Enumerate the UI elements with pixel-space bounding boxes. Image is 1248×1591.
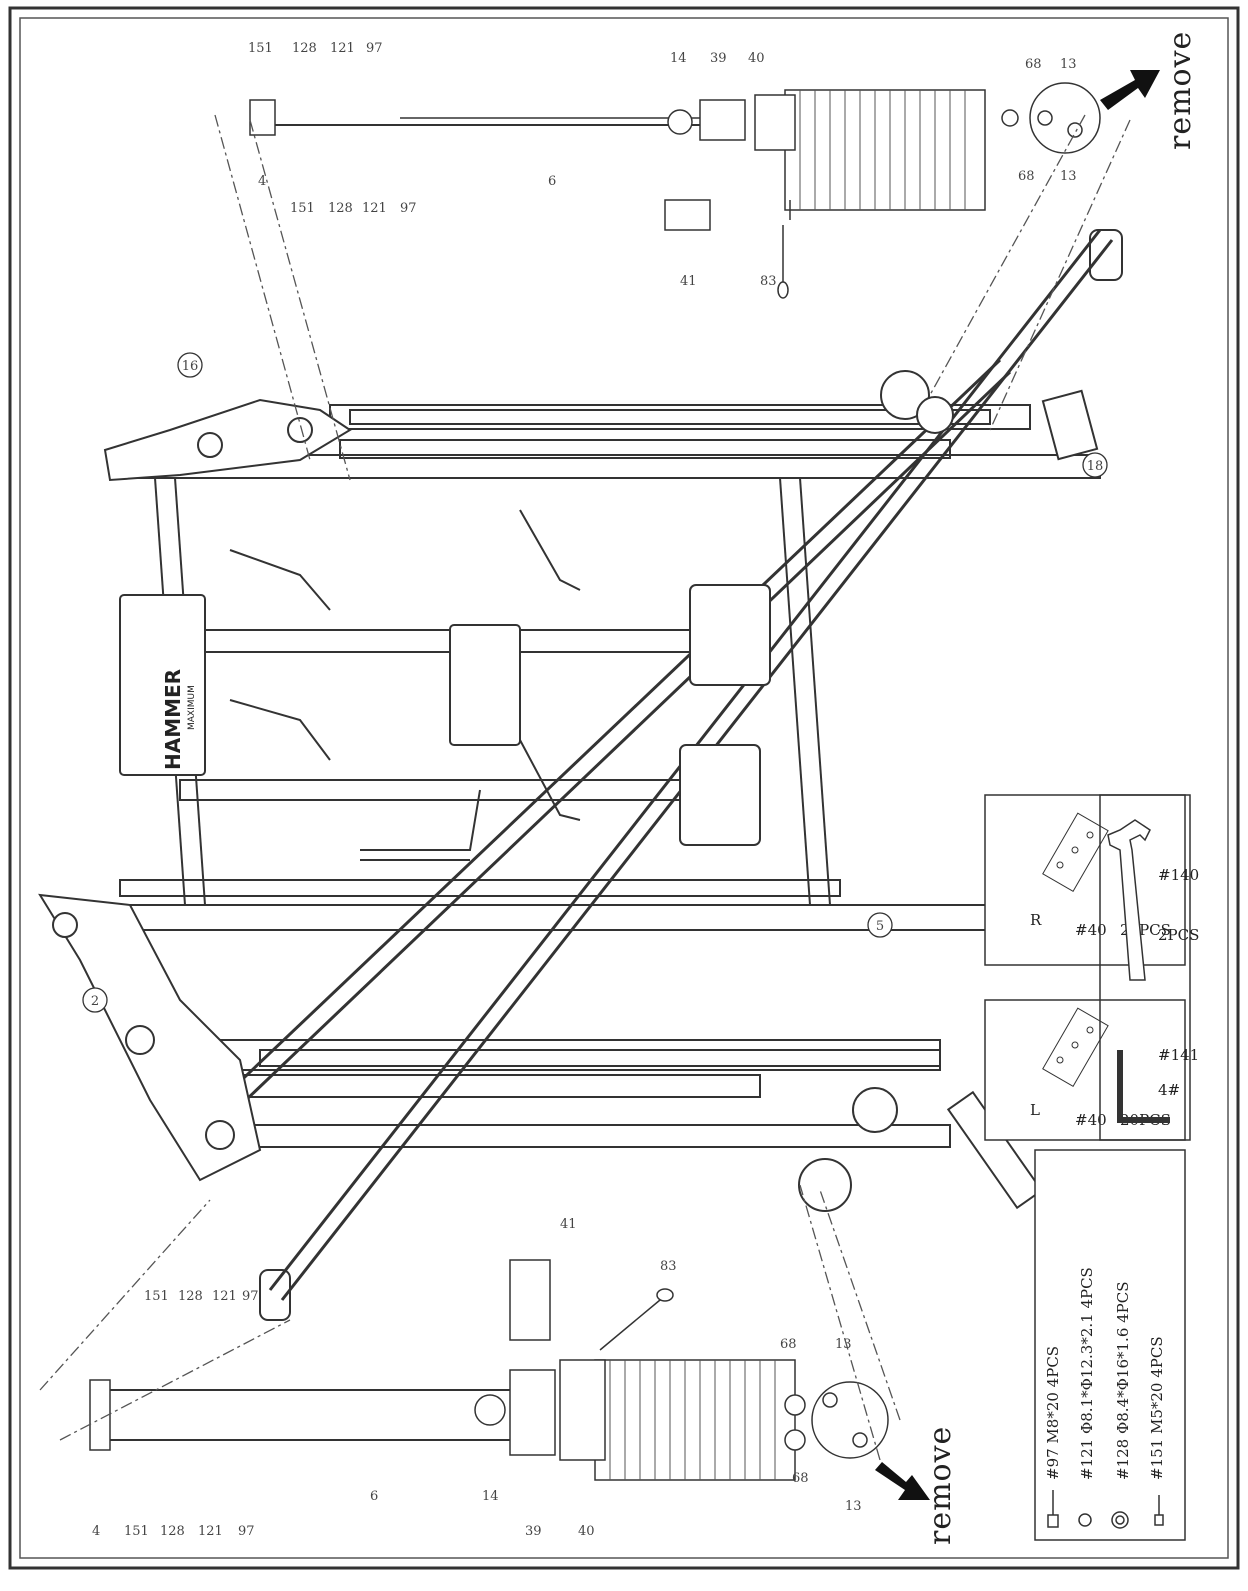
callout-r83: 83: [760, 274, 777, 289]
svg-text:#141: #141: [1158, 1046, 1199, 1064]
callout-l13b: 13: [845, 1499, 862, 1514]
callout-18: 18: [1082, 452, 1108, 478]
parts-box-r-plate: R #40 20PCS: [984, 794, 1186, 966]
brand-logo: HAMMER MAXIMUM: [161, 669, 197, 770]
svg-text:5: 5: [876, 919, 884, 934]
callout-l68a: 68: [780, 1337, 797, 1352]
callout-l97b: 97: [238, 1524, 255, 1539]
callout-l14: 14: [482, 1489, 499, 1504]
callout-l68b: 68: [792, 1471, 809, 1486]
callout-l128a: 128: [178, 1289, 203, 1304]
callout-2: 2: [82, 987, 108, 1013]
remove-label-right: remove: [1163, 31, 1198, 150]
callout-l83: 83: [660, 1259, 677, 1274]
handles: [229, 509, 581, 861]
callout-l40: 40: [578, 1524, 595, 1539]
callout-r97a: 97: [366, 41, 383, 56]
callouts: 2 16 18 5 151 128 121 97 4 151 128 121 9…: [82, 41, 1108, 1539]
svg-text:16: 16: [182, 359, 199, 374]
svg-text:R: R: [1030, 911, 1042, 929]
callout-r40: 40: [748, 51, 765, 66]
pulley-head-bottom: [103, 398, 352, 482]
svg-text:L: L: [1030, 1101, 1040, 1119]
callout-r121a: 121: [330, 41, 355, 56]
hardware-list-lines: #97 M8*20 4PCS #121 Φ8.1*Φ12.3*2.1 4PCS …: [1044, 1267, 1166, 1480]
callout-r6: 6: [548, 174, 556, 189]
hardware-item-121: #121 Φ8.1*Φ12.3*2.1 4PCS: [1078, 1267, 1096, 1480]
callout-r128b: 128: [328, 201, 353, 216]
bench-pads: [119, 584, 771, 846]
callout-l151a: 151: [144, 1289, 169, 1304]
callout-r151b: 151: [290, 201, 315, 216]
brand-subtext: MAXIMUM: [187, 685, 197, 730]
callout-r13a: 13: [1060, 57, 1077, 72]
svg-text:4#: 4#: [1158, 1081, 1180, 1099]
pulley-head-top: [38, 893, 262, 1182]
low-pulleys: [798, 370, 1099, 1212]
parts-box-l-plate: L #40 20PCS: [984, 999, 1186, 1141]
callout-l13a: 13: [835, 1337, 852, 1352]
callout-r41: 41: [680, 274, 697, 289]
callout-r4: 4: [258, 174, 266, 189]
remove-arrow-right: [1100, 70, 1160, 110]
callout-l39: 39: [525, 1524, 542, 1539]
machine-frame: [119, 229, 1123, 1321]
hardware-list: #97 M8*20 4PCS #121 Φ8.1*Φ12.3*2.1 4PCS …: [1034, 1149, 1186, 1541]
callout-r68b: 68: [1018, 169, 1035, 184]
page-border: [8, 6, 1240, 1570]
callout-r128a: 128: [292, 41, 317, 56]
weight-stack-left: [89, 1259, 889, 1481]
callout-r97b: 97: [400, 201, 417, 216]
hardware-item-151: #151 M5*20 4PCS: [1148, 1336, 1166, 1480]
callout-l121a: 121: [212, 1289, 237, 1304]
callout-r121b: 121: [362, 201, 387, 216]
svg-text:2: 2: [91, 994, 99, 1009]
callout-l97a: 97: [242, 1289, 259, 1304]
callout-r13b: 13: [1060, 169, 1077, 184]
callout-r39: 39: [710, 51, 727, 66]
callout-r68a: 68: [1025, 57, 1042, 72]
svg-text:2PCS: 2PCS: [1158, 926, 1199, 944]
callout-16: 16: [177, 352, 203, 378]
svg-text:18: 18: [1087, 459, 1104, 474]
svg-text:#40: #40: [1075, 1111, 1107, 1129]
hardware-item-128: #128 Φ8.4*Φ16*1.6 4PCS: [1114, 1281, 1132, 1480]
hardware-item-97: #97 M8*20 4PCS: [1044, 1346, 1062, 1480]
callout-l6: 6: [370, 1489, 378, 1504]
callout-l4: 4: [92, 1524, 100, 1539]
remove-arrow-left: [875, 1462, 930, 1500]
callout-r151a: 151: [248, 41, 273, 56]
inner-border: [19, 17, 1229, 1559]
parts-box-tools: #140 2PCS #141 4#: [1099, 794, 1199, 1141]
callout-l128b: 128: [160, 1524, 185, 1539]
callout-r14: 14: [670, 51, 687, 66]
callout-l121b: 121: [198, 1524, 223, 1539]
callout-5: 5: [867, 912, 893, 938]
callout-l151b: 151: [124, 1524, 149, 1539]
weight-stack-right: [249, 82, 1101, 299]
svg-text:#40: #40: [1075, 921, 1107, 939]
callout-l41: 41: [560, 1217, 577, 1232]
svg-text:#140: #140: [1158, 866, 1199, 884]
remove-label-left: remove: [923, 1426, 958, 1545]
brand-text: HAMMER: [161, 669, 185, 770]
cable-routing: [39, 114, 1131, 1461]
